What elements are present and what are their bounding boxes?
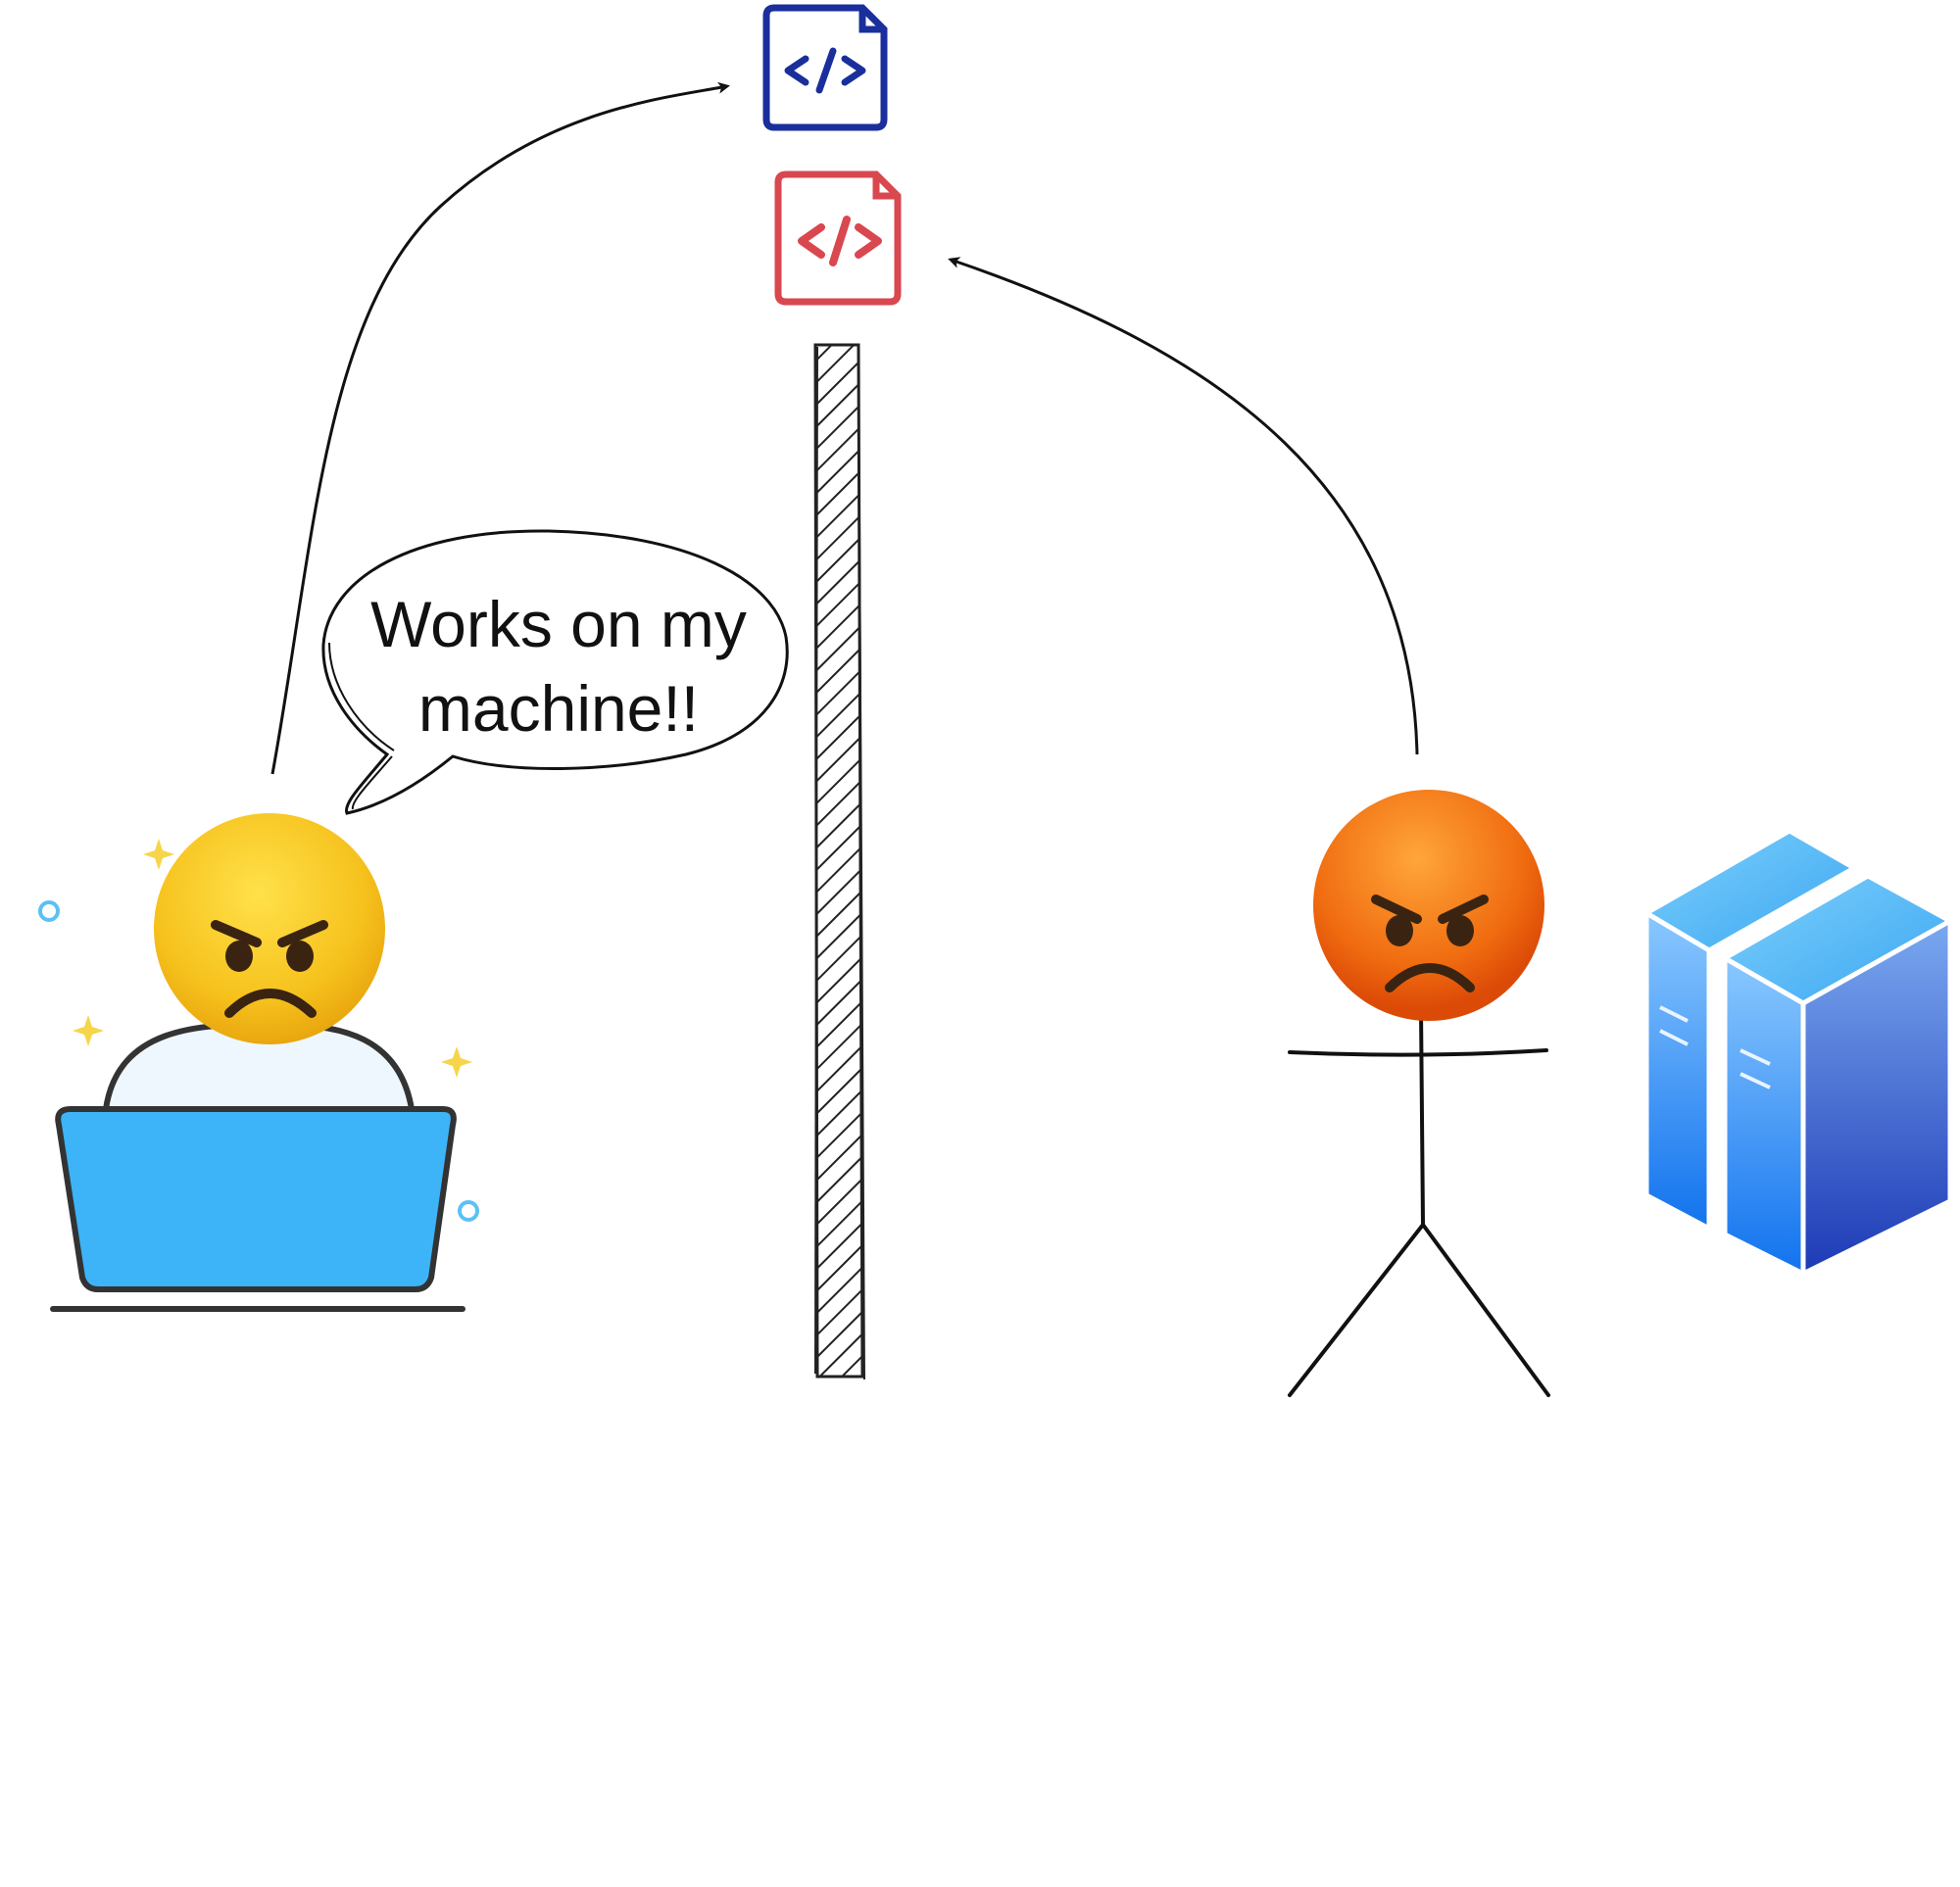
wall-icon bbox=[813, 343, 865, 1380]
speech-bubble-line-2: machine!! bbox=[418, 672, 699, 745]
speech-bubble: Works on my machine!! bbox=[321, 529, 789, 815]
developer-laptop-icon bbox=[38, 839, 479, 1312]
developer-angry-face-icon bbox=[154, 813, 385, 1044]
dev-code-file-icon bbox=[762, 4, 888, 131]
ops-stick-figure-icon bbox=[1288, 1007, 1550, 1397]
dev-push-arrow bbox=[270, 81, 730, 775]
sparkle-icon bbox=[73, 839, 472, 1078]
ops-angry-face-icon bbox=[1313, 790, 1544, 1021]
speech-bubble-line-1: Works on my bbox=[370, 588, 747, 660]
server-icon bbox=[1642, 828, 1956, 1279]
ops-pull-arrow bbox=[948, 257, 1419, 755]
ops-code-file-icon bbox=[774, 170, 902, 306]
